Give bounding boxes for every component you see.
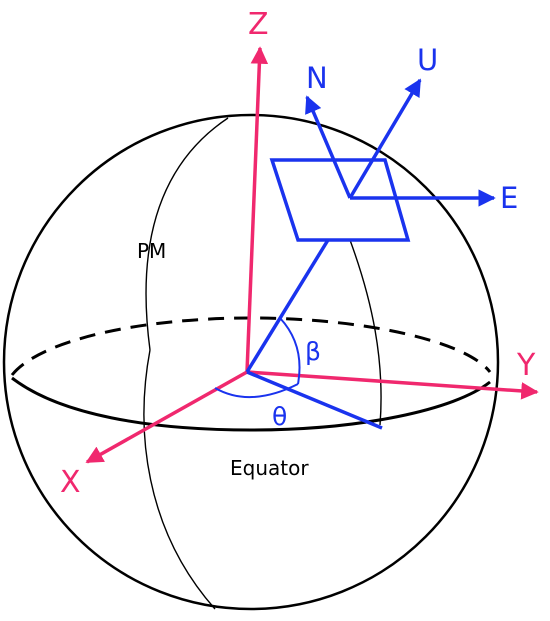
beta-arc	[279, 317, 301, 385]
z-axis-label: Z	[248, 7, 269, 42]
east-label: E	[500, 181, 518, 215]
equatorial-projection	[246, 370, 383, 430]
prime-meridian-label: PM	[137, 239, 166, 263]
beta-label: β	[305, 337, 321, 366]
y-axis	[246, 370, 539, 400]
equator-label: Equator	[230, 456, 309, 480]
back-meridian-curve	[349, 239, 382, 426]
x-axis	[85, 370, 248, 464]
y-axis-label: Y	[516, 348, 536, 383]
tangent-plane	[269, 158, 411, 242]
position-vector	[245, 239, 330, 373]
up-label: U	[417, 43, 438, 77]
prime-meridian-curve-lower	[143, 349, 216, 610]
equator-front	[11, 376, 491, 432]
up-axis	[348, 78, 422, 199]
prime-meridian-curve	[145, 117, 229, 351]
sphere-outline	[2, 113, 500, 611]
equator-back-dashed	[10, 316, 492, 376]
z-axis	[245, 46, 269, 373]
x-axis-label: X	[60, 465, 81, 500]
theta-label: θ	[272, 402, 287, 431]
north-axis	[305, 95, 352, 199]
theta-arc	[214, 383, 299, 398]
north-label: N	[306, 61, 328, 95]
